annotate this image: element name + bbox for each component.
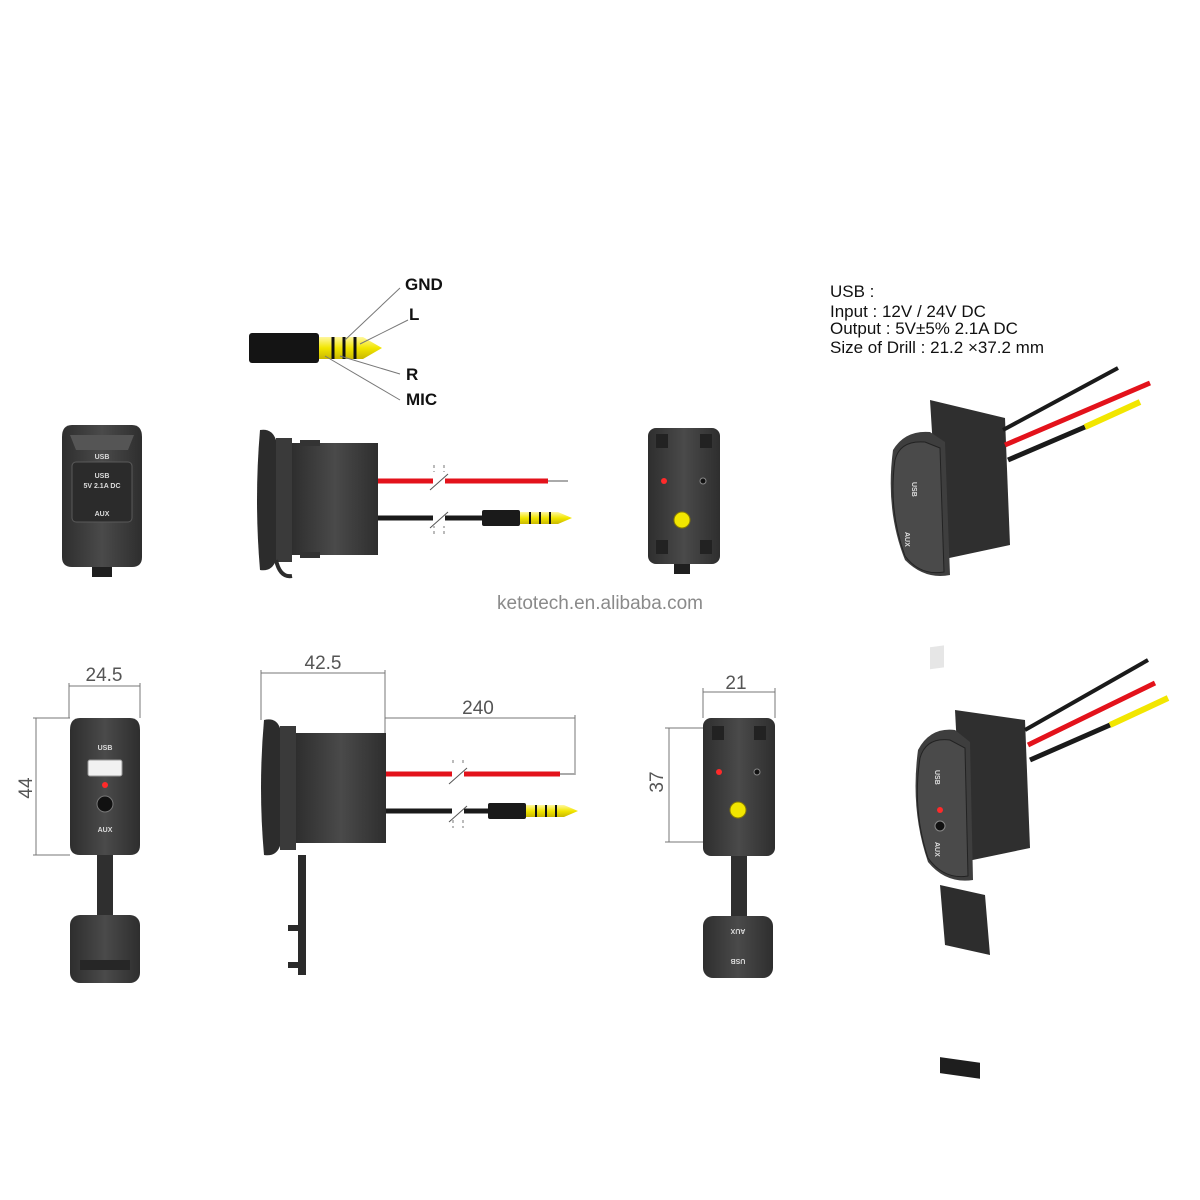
front-usb-text-2: USB [95, 473, 110, 480]
iso-aux-text: AUX [903, 532, 910, 547]
iso-view-1: USB AUX [890, 366, 1151, 576]
side-view-1 [257, 429, 572, 579]
watermark: ketotech.en.alibaba.com [497, 593, 703, 614]
spec-block: USB : Input : 12V / 24V DC Output : 5V±5… [830, 282, 1044, 357]
dim-cable: 240 [462, 698, 494, 719]
side-view-2: 42.5 240 [260, 653, 578, 975]
rear-led-1 [661, 478, 667, 484]
front-usb-text: USB [95, 454, 110, 461]
front-aux-text: AUX [95, 511, 110, 518]
rear-view-2: 21 37 USB AUX [647, 673, 776, 978]
front-led [102, 782, 108, 788]
aux-plug-pinout: GND L R MIC [249, 275, 443, 409]
rear-view-1 [648, 428, 720, 574]
open-usb-text: USB [98, 745, 113, 752]
plug-cable [249, 333, 319, 363]
cap-aux-text: AUX [730, 927, 745, 934]
spec-input: Input : 12V / 24V DC [830, 302, 986, 321]
dim-width: 24.5 [86, 665, 123, 686]
dim-rear-width: 21 [725, 673, 746, 694]
open-aux-text: AUX [98, 827, 113, 834]
cap-usb-text: USB [731, 957, 746, 964]
iso-usb-text: USB [910, 482, 917, 497]
r-label: R [406, 365, 418, 384]
dim-depth: 42.5 [305, 653, 342, 674]
front-view-closed: USB USB 5V 2.1A DC AUX [62, 425, 142, 577]
plug-tip-body [319, 337, 363, 359]
l-label: L [409, 305, 419, 324]
spec-output: Output : 5V±5% 2.1A DC [830, 319, 1018, 338]
iso-view-2: USB AUX [915, 645, 1170, 1079]
front-rating-text: 5V 2.1A DC [83, 483, 120, 490]
mic-label: MIC [406, 390, 437, 409]
dim-rear-height: 37 [647, 771, 668, 792]
gnd-label: GND [405, 275, 443, 294]
spec-drill: Size of Drill : 21.2 ×37.2 mm [830, 338, 1044, 357]
iso2-usb-text: USB [933, 770, 940, 785]
spec-heading: USB : [830, 282, 874, 301]
plug-tip-point [363, 337, 382, 359]
dim-height: 44 [16, 777, 37, 799]
front-view-open: 24.5 44 USB AUX [16, 665, 141, 983]
iso2-aux-text: AUX [933, 842, 940, 857]
rear-led-2 [716, 769, 722, 775]
